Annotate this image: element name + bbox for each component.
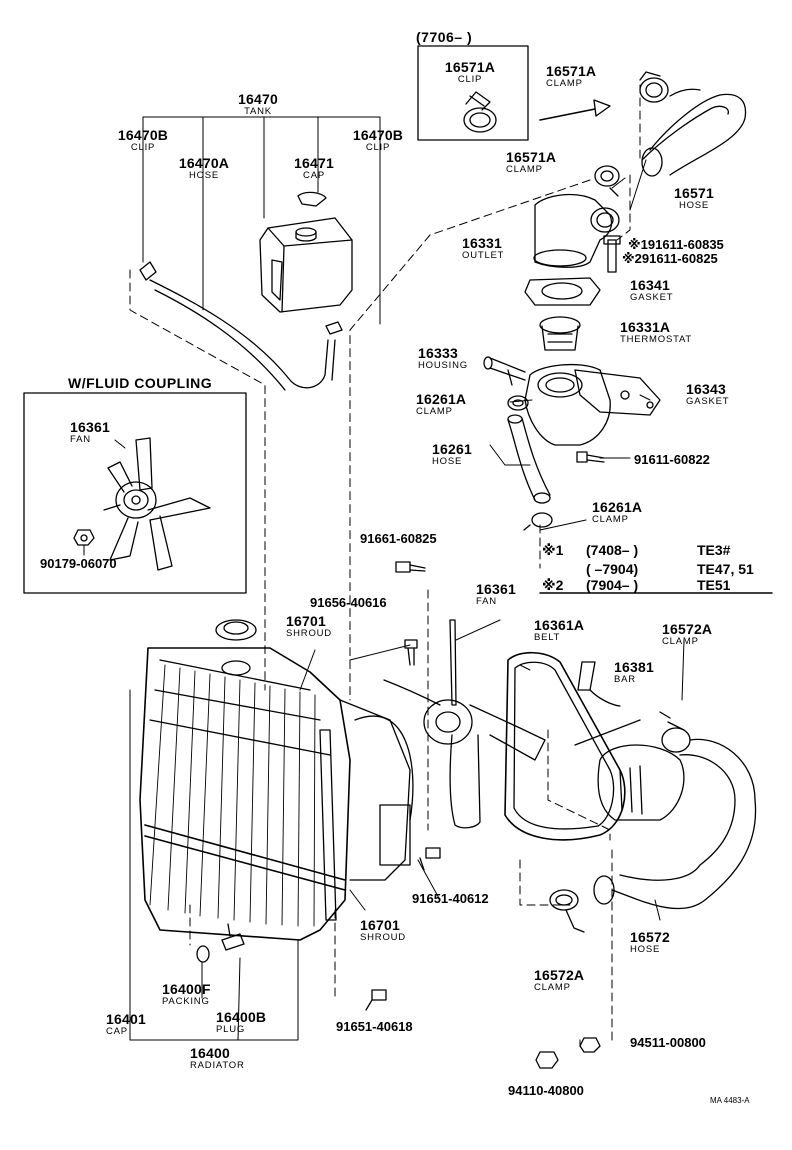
clamp-mid-icon [594, 165, 620, 197]
packing-icon [196, 945, 210, 963]
gasket-outlet-icon [524, 277, 601, 306]
tank-icon [259, 217, 353, 313]
outlet-bolt-icon [603, 235, 621, 273]
reservoir-hose-icon [149, 279, 336, 391]
bolt-label-7: 91651-40612 [412, 891, 489, 906]
note-model-1: TE3# [697, 542, 731, 558]
bolt-label-3: 91611-60822 [634, 452, 710, 467]
bypass-hose-icon [507, 414, 551, 504]
fluid-coupling-title: W/FLUID COUPLING [68, 375, 213, 391]
inset-clip-icon [463, 91, 497, 133]
belt-icon [504, 651, 626, 841]
gasket-housing-icon [574, 369, 661, 416]
housing-icon [483, 356, 611, 446]
bolt-label-1: ※191611-60835 [628, 237, 724, 252]
bolt-label-8: 91651-40618 [336, 1019, 413, 1034]
bolt-label-5: 91661-60825 [360, 531, 437, 546]
plug-icon [221, 923, 245, 951]
bolt-822-icon [576, 451, 605, 463]
lower-hose-icon [593, 738, 757, 910]
clamp-lower2-icon [549, 889, 585, 933]
note-range-2: ( –7904) [586, 561, 639, 577]
thermostat-icon [539, 316, 581, 351]
clamp-lower-icon [659, 711, 691, 753]
dashed-guides [129, 84, 641, 1047]
fluid-coupling-box [23, 392, 247, 594]
date-range-header: (7706– ) [416, 29, 473, 45]
fan-fluid-icon [103, 437, 211, 571]
cap-res-icon [297, 191, 327, 207]
note-mark-1: ※1 [542, 542, 564, 558]
bolt-616-icon [404, 639, 418, 666]
bolt-label-2: ※291611-60825 [622, 251, 718, 266]
bar-icon [577, 661, 621, 707]
bolt-label-6: 91656-40616 [310, 595, 387, 610]
arrow [539, 107, 601, 121]
note-model-2: TE47, 51 [697, 561, 754, 577]
drawing-code: MA 4483-A [710, 1096, 750, 1105]
outlet-icon [533, 193, 620, 268]
part-leaders [83, 159, 685, 921]
upper-hose-icon [641, 88, 747, 177]
bolt-label-9: 94511-00800 [630, 1035, 706, 1050]
inset-box [417, 45, 529, 141]
bolt-618-icon [365, 989, 387, 1011]
bolt-label-10: 94110-40800 [508, 1083, 584, 1098]
clip-left-icon [139, 261, 157, 281]
note-range-3: (7904– ) [586, 577, 639, 593]
bolt-612-icon [419, 847, 441, 871]
note-model-3: TE51 [697, 577, 731, 593]
note-mark-3: ※2 [542, 577, 564, 593]
radiator-icon [139, 619, 351, 941]
radiator-leaders [129, 689, 299, 1041]
shroud-icon [339, 699, 414, 881]
nut-110-icon [535, 1051, 559, 1069]
alternator-icon [574, 719, 685, 821]
fan-icon [383, 619, 546, 829]
nut-fluid-icon [73, 529, 95, 546]
tank-leaders [142, 116, 381, 325]
bolt-label-4: 90179-06070 [40, 556, 117, 571]
clamp-bypass2-icon [523, 512, 553, 531]
bolt-825-icon [395, 561, 426, 573]
nut-511-icon [579, 1037, 601, 1053]
clamp-bypass-icon [507, 395, 529, 411]
clamp-top-icon [639, 71, 669, 103]
clip-right-icon [325, 321, 343, 335]
note-range-1: (7408– ) [586, 542, 639, 558]
